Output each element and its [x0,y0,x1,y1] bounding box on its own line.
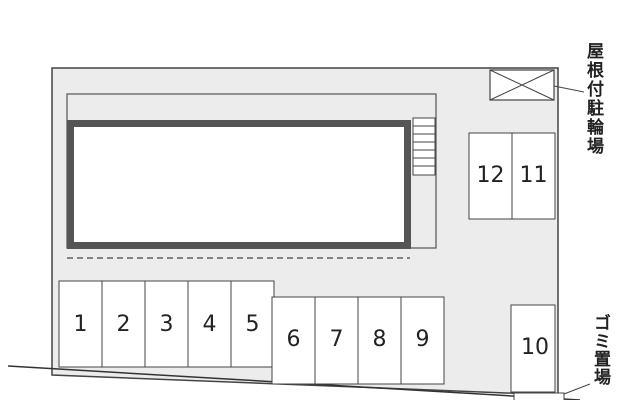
space-label-12: 12 [477,163,505,188]
parking-space-4 [187,280,232,368]
bicycle-parking-label: 屋根付駐輪場 [583,42,604,156]
garbage-area-leader [563,383,591,395]
parking-space-1 [58,280,103,368]
space-label-4: 4 [203,312,217,337]
parking-space-9 [400,296,445,385]
space-label-5: 5 [246,312,260,337]
stairs [412,117,436,176]
garbage-area-box [513,392,565,400]
garbage-area-label: ゴミ置場 [590,313,611,386]
parking-space-6 [271,296,316,385]
space-label-3: 3 [160,312,174,337]
space-label-2: 2 [117,312,131,337]
space-label-7: 7 [330,327,344,352]
building-interior [74,127,404,242]
space-label-6: 6 [287,327,301,352]
space-label-9: 9 [416,327,430,352]
parking-space-2 [101,280,146,368]
space-label-8: 8 [373,327,387,352]
parking-space-10 [510,304,556,393]
space-label-1: 1 [74,312,88,337]
space-label-11: 11 [520,163,548,188]
parking-space-8 [357,296,402,385]
bicycle-parking-leader [553,85,585,93]
parking-space-7 [314,296,359,385]
parking-space-12 [468,132,513,220]
parking-space-3 [144,280,189,368]
space-label-10: 10 [521,335,549,360]
bicycle-parking-box [489,69,555,101]
parking-space-11 [511,132,556,220]
